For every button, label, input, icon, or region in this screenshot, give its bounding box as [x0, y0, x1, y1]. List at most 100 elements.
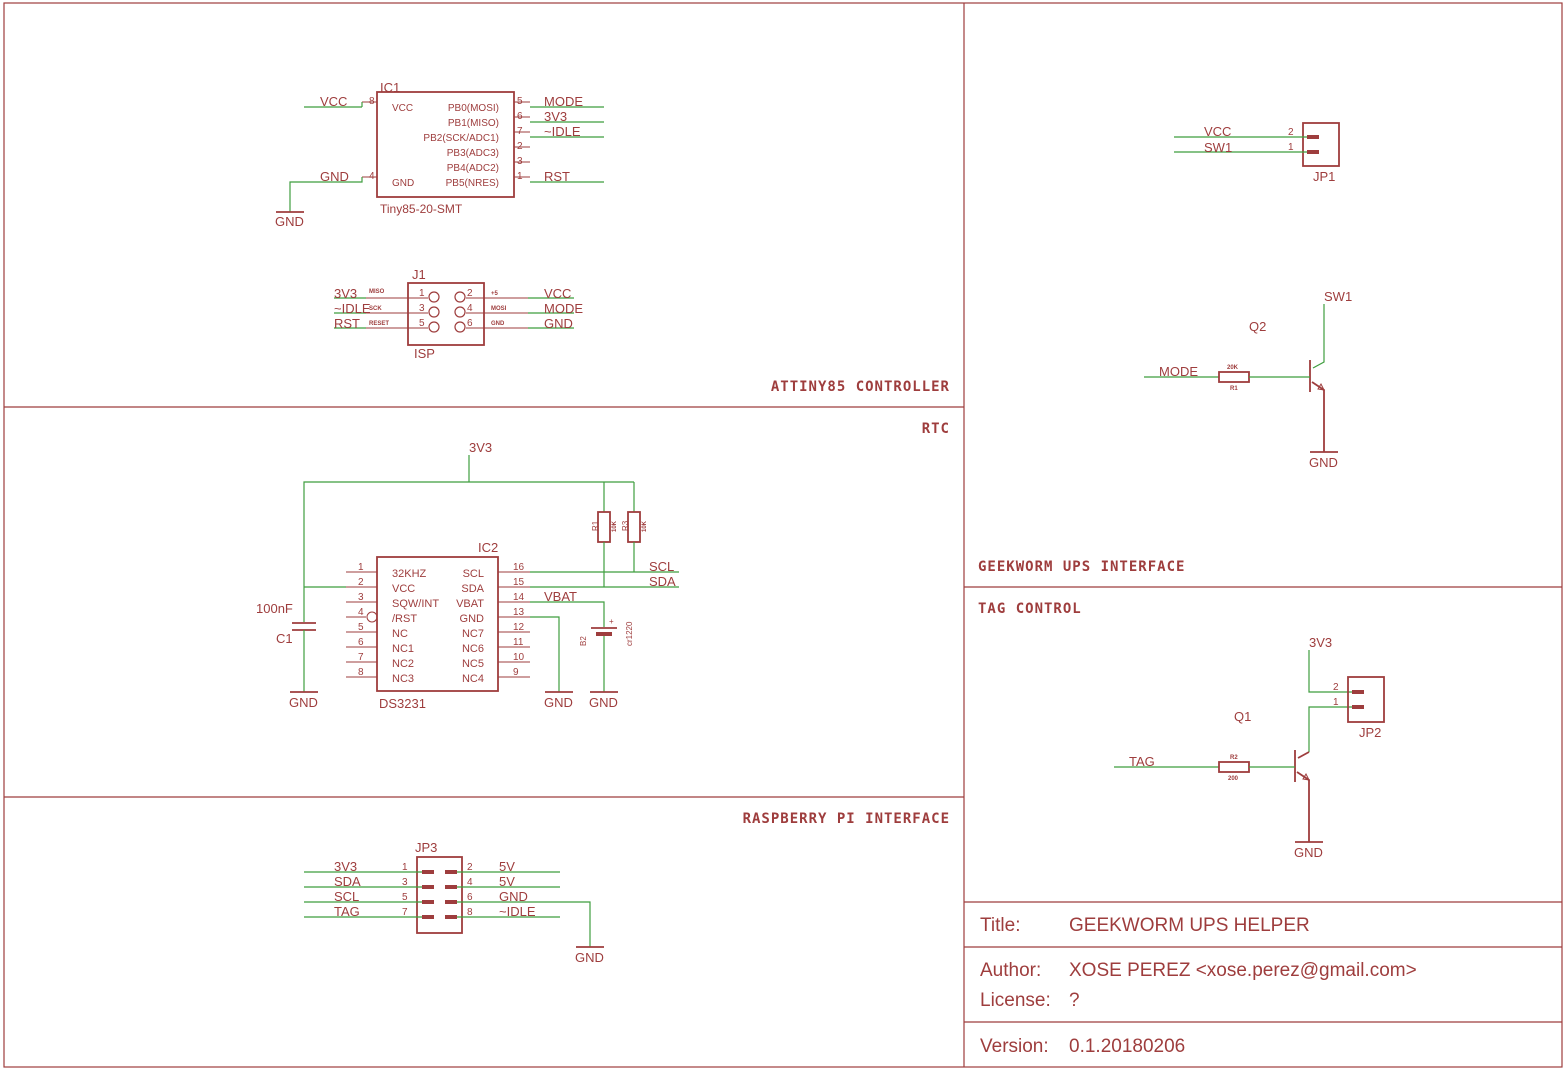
ic2-pin-num: 14 — [513, 592, 525, 603]
rtc-net-label: VBAT — [544, 589, 577, 604]
geekworm-r1-value: 20K — [1227, 365, 1239, 371]
rtc-supply-label: 3V3 — [469, 440, 492, 455]
ic1-ref: IC1 — [380, 80, 400, 95]
rtc-c1-ref: C1 — [276, 631, 293, 646]
j1-pin-func: RESET — [369, 321, 389, 327]
jp3-pin-num: 7 — [402, 907, 408, 918]
section-title-rtc: RTC — [922, 421, 950, 437]
ic1-net-label: GND — [320, 169, 349, 184]
jp3-net-label: 3V3 — [334, 859, 357, 874]
j1-net-label: VCC — [544, 286, 571, 301]
tag-r2-ref: R2 — [1230, 755, 1238, 761]
tag-supply-label: 3V3 — [1309, 635, 1332, 650]
ic1-net-label: VCC — [320, 94, 347, 109]
j1-pin-func: MOSI — [491, 306, 507, 312]
jp3-pin-num: 1 — [402, 862, 408, 873]
j1-net-label: RST — [334, 316, 360, 331]
ic2-pin-num: 5 — [358, 622, 364, 633]
ic2-pin-num: 11 — [513, 637, 524, 648]
gnd-symbol-label: GND — [289, 695, 318, 710]
gnd-symbol-label: GND — [589, 695, 618, 710]
rtc-r1-value: 10K — [612, 520, 618, 532]
jp1-ref: JP1 — [1313, 169, 1335, 184]
ic2-pin-num: 8 — [358, 667, 364, 678]
geekworm-interface: VCC SW1 2 1 JP1 SW1 Q2 MODE 20K R1 GND — [1144, 122, 1352, 470]
title-block: Title: GEEKWORM UPS HELPER Author: XOSE … — [980, 915, 1417, 1057]
jp3-net-label: SCL — [334, 889, 359, 904]
jp1-pin-num: 1 — [1288, 142, 1294, 153]
ic2-pin-num: 16 — [513, 562, 525, 573]
ic2-pin-name: NC2 — [392, 658, 414, 670]
rtc-r3-value: 10K — [642, 520, 648, 532]
title-value: GEEKWORM UPS HELPER — [1069, 915, 1310, 936]
ic1-attiny85: IC1 Tiny85-20-SMT 8 4 VCC GND 5 6 7 2 3 … — [275, 80, 604, 229]
ic2-right-pins: 16 15 14 13 12 11 10 9 SCL SDA VBAT GND … — [456, 562, 530, 685]
jp3-pin-num: 5 — [402, 892, 408, 903]
gnd-symbol-label: GND — [1309, 455, 1338, 470]
ic2-ref: IC2 — [478, 540, 498, 555]
ic2-pin-name: NC — [392, 628, 408, 640]
ic2-pin-num: 12 — [513, 622, 525, 633]
ic2-pin-name: VCC — [392, 583, 415, 595]
version-label: Version: — [980, 1036, 1049, 1057]
j1-net-label: ~IDLE — [334, 301, 371, 316]
j1-pin-num: 4 — [467, 303, 473, 314]
rtc-circuit: 3V3 R1 10K R3 10K IC2 DS3231 1 2 3 — [256, 440, 679, 711]
license-label: License: — [980, 990, 1051, 1011]
q1-base-net: TAG — [1129, 754, 1155, 769]
jp3-pin-num: 3 — [402, 877, 408, 888]
ic2-pin-name: NC1 — [392, 643, 414, 655]
ic1-pin-name: VCC — [392, 103, 413, 114]
ic2-pin-num: 10 — [513, 652, 525, 663]
gnd-symbol-label: GND — [575, 950, 604, 965]
jp3-pin-num: 2 — [467, 862, 473, 873]
author-label: Author: — [980, 960, 1041, 981]
gnd-symbol-label: GND — [1294, 845, 1323, 860]
jp2-pin-num: 2 — [1333, 682, 1339, 693]
ic2-pin-name: NC6 — [462, 643, 484, 655]
ic1-pin-name: PB2(SCK/ADC1) — [423, 133, 499, 144]
gnd-symbol-label: GND — [544, 695, 573, 710]
rtc-b2-value: cr1220 — [625, 621, 634, 646]
ic1-pin-num: 4 — [369, 171, 375, 182]
ic2-pin-num: 13 — [513, 607, 525, 618]
rtc-b2-plus: + — [609, 617, 614, 626]
ic2-pin-name: /RST — [392, 613, 417, 625]
section-title-tag: TAG CONTROL — [978, 601, 1082, 617]
ic1-net-label: 3V3 — [544, 109, 567, 124]
ic1-net-label: ~IDLE — [544, 124, 581, 139]
jp3-net-label: 5V — [499, 874, 515, 889]
sheet-frame — [3, 2, 1563, 1068]
j1-pin-func: +5 — [491, 291, 499, 297]
ic1-pin-num: 1 — [517, 171, 523, 182]
j1-net-label: 3V3 — [334, 286, 357, 301]
ic2-pin-num: 2 — [358, 577, 364, 588]
tag-r2-value: 200 — [1228, 776, 1239, 782]
jp1-net-label: SW1 — [1204, 140, 1232, 155]
section-title-rpi: RASPBERRY PI INTERFACE — [743, 811, 950, 827]
ic1-value: Tiny85-20-SMT — [380, 202, 463, 216]
ic1-pin-name: PB0(MOSI) — [448, 103, 499, 114]
ic2-pin-num: 7 — [358, 652, 364, 663]
j1-pin-func: MISO — [369, 289, 385, 295]
tag-control: 3V3 2 1 JP2 Q1 TAG R2 200 GND — [1114, 635, 1385, 860]
ic1-pin-num: 2 — [517, 141, 523, 152]
ic2-pin-num: 6 — [358, 637, 364, 648]
title-label: Title: — [980, 915, 1020, 936]
version-value: 0.1.20180206 — [1069, 1036, 1185, 1057]
jp1-pin-num: 2 — [1288, 127, 1294, 138]
rtc-r1-ref: R1 — [591, 520, 600, 531]
jp2-pin-num: 1 — [1333, 697, 1339, 708]
ic1-pin-num: 3 — [517, 156, 523, 167]
ic2-pin-name: NC5 — [462, 658, 484, 670]
license-value: ? — [1069, 990, 1080, 1011]
j1-pin-num: 5 — [419, 318, 425, 329]
ic2-pin-name: SQW/INT — [392, 598, 439, 610]
ic1-pin-name: PB4(ADC2) — [447, 163, 499, 174]
jp3-net-label: ~IDLE — [499, 904, 536, 919]
ic1-pin-name: PB3(ADC3) — [447, 148, 499, 159]
j1-isp-header: J1 ISP 3V3 ~IDLE RST MISO SCK RESET 1 3 … — [334, 267, 583, 361]
j1-pin-num: 6 — [467, 318, 473, 329]
ic1-pin-num: 7 — [517, 126, 523, 137]
ic2-pin-num: 3 — [358, 592, 364, 603]
